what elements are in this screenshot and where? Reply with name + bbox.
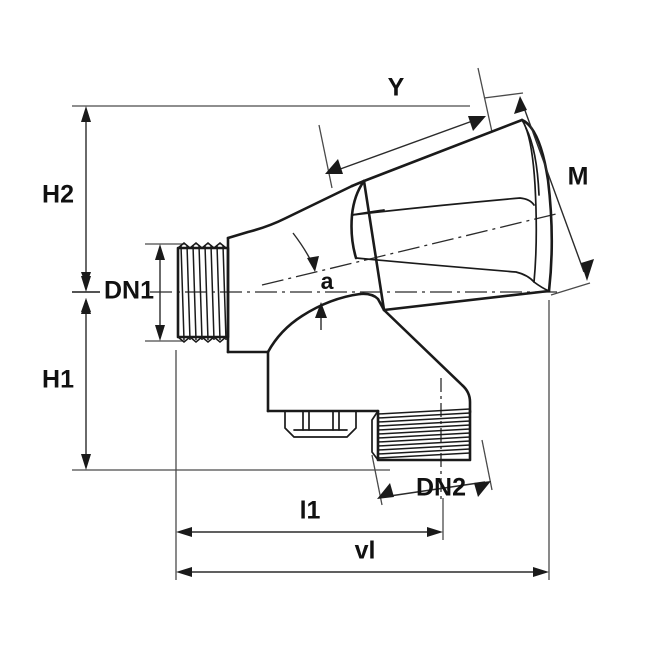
dim-label-h2: H2: [42, 181, 74, 209]
arrow-h1-bottom: [81, 454, 91, 470]
body-elbow-arc: [266, 292, 362, 354]
dim-line-y: [331, 118, 479, 173]
ext-line-m-bottom: [550, 282, 591, 296]
arrow-m-bottom: [581, 259, 594, 281]
arrow-dn1-thread-bottom: [155, 325, 165, 341]
outlet-thread-helix-lines-2: [377, 408, 471, 455]
cone-inner-upper-edge: [351, 197, 535, 216]
arrow-m-top: [514, 96, 527, 114]
dim-label-y: Y: [388, 74, 405, 102]
bottom-hex-plug: [284, 410, 357, 438]
cone-inner-rear-detail: [351, 209, 385, 216]
arrow-vl-left: [176, 567, 192, 577]
inlet-thread-crest-top: [177, 242, 227, 249]
arrow-h2-top: [81, 106, 91, 122]
dim-line-m: [522, 104, 585, 273]
ext-line-m-top: [483, 92, 524, 99]
arrow-dn2-left: [377, 483, 394, 499]
arrow-dn1-up: [81, 272, 91, 286]
arrow-l1-right: [427, 527, 443, 537]
dim-label-angle: a: [321, 268, 334, 294]
arrow-y-left: [325, 159, 343, 174]
body-upper-contour: [226, 184, 354, 240]
cone-top-slant: [362, 118, 524, 183]
dimension-l1: l1: [176, 497, 443, 537]
dim-label-l1: l1: [300, 497, 321, 525]
hex-plug-outline: [284, 410, 357, 438]
cone-bottom-slant: [382, 289, 551, 312]
dimension-angle-a: a: [292, 232, 334, 330]
ext-line-y-left: [318, 124, 333, 189]
ext-line-y-right: [477, 67, 493, 133]
dimension-m: M: [514, 96, 594, 281]
cone-rim-highlight: [525, 127, 540, 196]
extension-lines: [72, 67, 591, 580]
arrow-y-right: [468, 116, 486, 131]
outlet-thread-helix-lines: [377, 412, 471, 459]
dim-label-dn2: DN2: [416, 474, 466, 502]
cone-rear-edge: [362, 179, 386, 312]
dimension-y: Y: [325, 74, 486, 174]
dim-label-m: M: [568, 163, 589, 191]
outlet-thread-chamfer: [371, 410, 379, 461]
cone-front-rim-connect: [533, 281, 550, 292]
centerline-sprayhead-axis: [261, 212, 561, 286]
arrow-angle-upper: [307, 256, 319, 272]
dimension-dn2: DN2: [371, 439, 493, 506]
dim-line-dn2: [382, 481, 486, 498]
cone-inner-lower-edge: [355, 257, 535, 283]
arrow-l1-left: [176, 527, 192, 537]
outlet-thread-body: [376, 409, 472, 462]
body-diagonal-wall: [382, 308, 472, 414]
dimension-vl: vl: [176, 537, 549, 577]
arrow-dn2-right: [474, 481, 491, 497]
dim-label-vl: vl: [355, 537, 376, 565]
arrow-dn1-down: [81, 298, 91, 312]
outlet-thread-detail: [371, 408, 471, 461]
dimension-dn1: DN1: [72, 244, 165, 341]
body-throat-junction: [358, 292, 386, 312]
arrow-vl-right: [533, 567, 549, 577]
valve-body-outline: [176, 179, 472, 462]
dim-label-h1: H1: [42, 366, 74, 394]
inlet-thread-flanks: [180, 244, 227, 341]
dimension-h2: H2: [42, 106, 91, 292]
arrow-angle-lower: [315, 302, 327, 318]
arrow-dn1-thread-top: [155, 244, 165, 260]
dim-label-dn1: DN1: [104, 277, 154, 305]
